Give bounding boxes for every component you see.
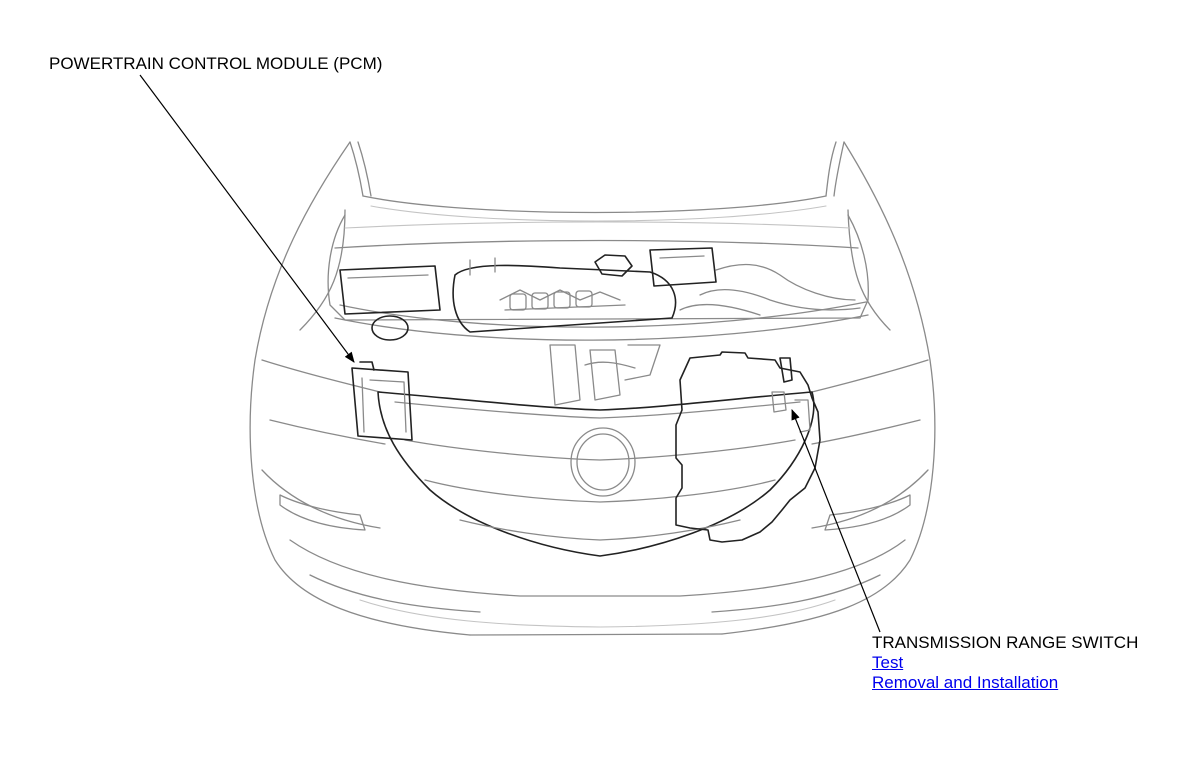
removal-installation-link[interactable]: Removal and Installation — [872, 673, 1059, 692]
pcm-leader-line — [139, 74, 355, 363]
car-body — [249, 141, 936, 636]
pcm-component — [351, 361, 413, 441]
engine-bay — [327, 214, 869, 406]
pcm-label: POWERTRAIN CONTROL MODULE (PCM) — [49, 54, 383, 73]
trs-label: TRANSMISSION RANGE SWITCH — [872, 633, 1139, 652]
trs-leader-line — [791, 408, 881, 633]
grille — [377, 391, 815, 557]
trs-callout: TRANSMISSION RANGE SWITCH Test Removal a… — [872, 633, 1138, 693]
transmission-component — [675, 351, 821, 543]
test-link[interactable]: Test — [872, 653, 904, 672]
hood — [349, 141, 845, 222]
